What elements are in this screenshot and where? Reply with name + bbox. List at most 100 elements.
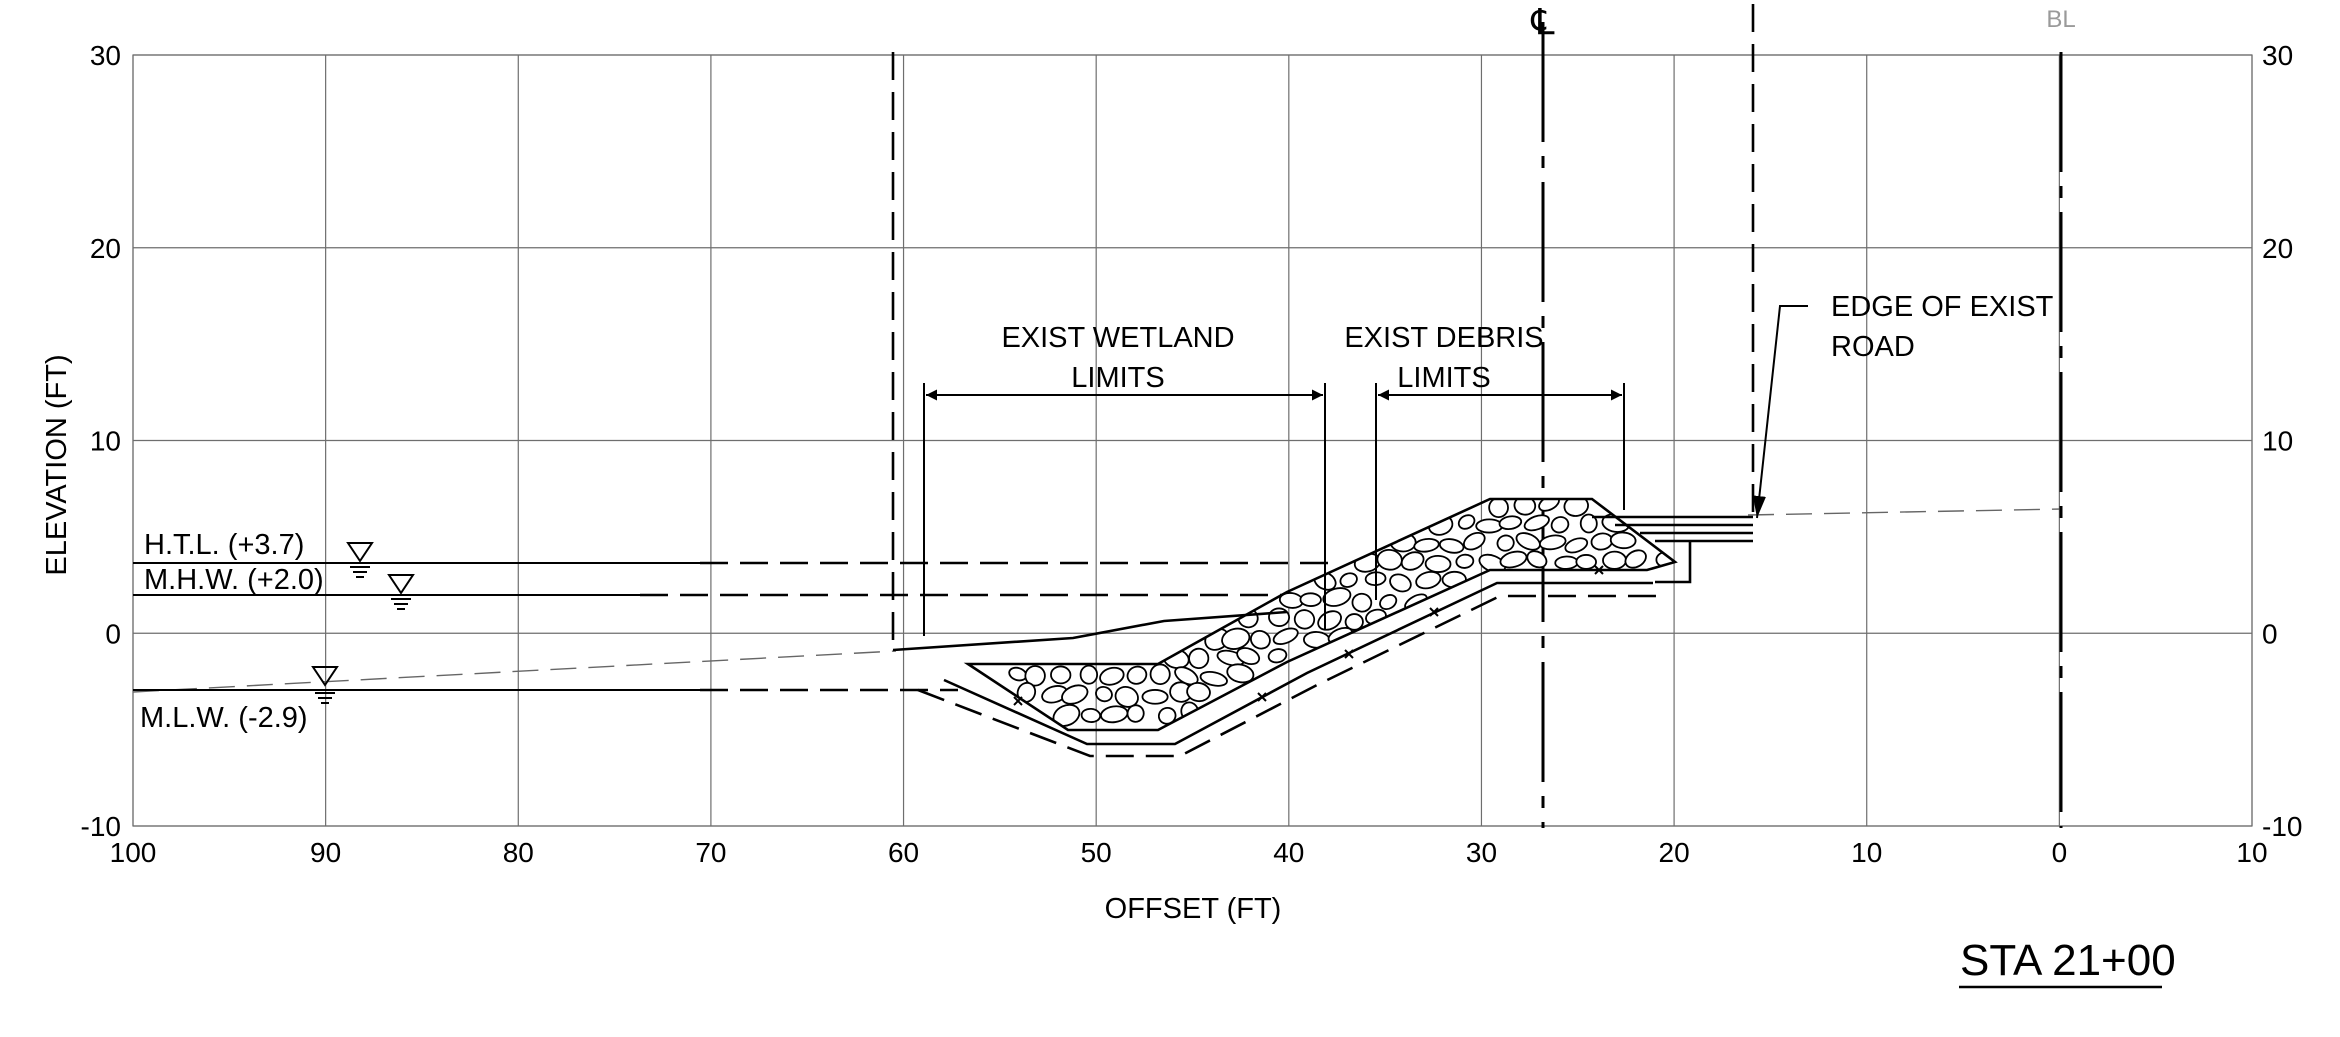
htl-label: H.T.L. (+3.7) (144, 529, 304, 561)
riprap-stone (1488, 499, 1509, 518)
wetland-limits-label-line1: EXIST WETLAND (1001, 322, 1234, 354)
x-axis-title: OFFSET (FT) (1105, 893, 1282, 925)
riprap-stone (1590, 532, 1614, 551)
riprap-stone (1226, 663, 1255, 684)
riprap-stone (1351, 592, 1373, 613)
y-tick-label-left: 0 (105, 618, 121, 649)
x-tick-label: 0 (2052, 837, 2068, 868)
y-tick-label-right: 10 (2262, 426, 2293, 457)
wetland-limits-label-line2: LIMITS (1071, 362, 1164, 394)
riprap-stone (1463, 531, 1486, 551)
riprap-stone (1114, 686, 1139, 708)
riprap-stone (1515, 532, 1541, 551)
riprap-stone (1268, 607, 1291, 627)
riprap-stone (1080, 707, 1102, 723)
riprap-stone (1293, 609, 1316, 630)
y-axis-title: ELEVATION (FT) (41, 354, 73, 575)
riprap-stone (1061, 684, 1089, 705)
riprap-stone (1457, 514, 1476, 530)
riprap-stone (1099, 666, 1125, 686)
riprap-stone (1186, 682, 1211, 703)
mlw-label: M.L.W. (-2.9) (140, 702, 308, 734)
riprap-stone (1376, 549, 1403, 571)
riprap-stone (1272, 627, 1299, 645)
x-tick-label: 60 (888, 837, 919, 868)
riprap-stone (1498, 515, 1523, 530)
x-tick-label: 80 (503, 837, 534, 868)
water-level-lines (133, 561, 1335, 692)
y-tick-label-left: 10 (90, 426, 121, 457)
riprap-stone (1526, 550, 1548, 569)
riprap-stone (1550, 516, 1570, 534)
riprap-stone (1538, 499, 1560, 512)
debris-limits-dimension (1375, 383, 1625, 600)
riprap-stone (1475, 518, 1504, 534)
baseline-symbol: BL (2046, 6, 2075, 33)
x-tick-label: 30 (1466, 837, 1497, 868)
riprap-stone (1095, 685, 1113, 703)
x-tick-label: 20 (1659, 837, 1690, 868)
riprap-stone (1379, 594, 1398, 611)
riprap-stone (1554, 555, 1579, 570)
riprap-stone (1575, 554, 1597, 570)
riprap-stone (1180, 701, 1200, 722)
x-tick-label: 10 (2236, 837, 2267, 868)
riprap-stone (1609, 531, 1637, 550)
riprap-stone (1100, 705, 1129, 724)
mlw-symbol-icon (311, 666, 339, 704)
y-axis-tick-labels-left: 30 20 10 0 -10 (81, 40, 121, 842)
riprap-stone (1400, 551, 1425, 571)
riprap-stone (1157, 706, 1177, 725)
riprap-stone (1050, 665, 1072, 685)
mhw-symbol-icon (387, 574, 415, 610)
riprap-stone (1538, 534, 1567, 551)
y-tick-label-left: 20 (90, 233, 121, 264)
riprap-stone (1523, 514, 1550, 532)
riprap-stone (1389, 573, 1412, 593)
existing-ground-line (132, 508, 2063, 693)
station-title: STA 21+00 (1960, 936, 2176, 985)
road-edge-label-line1: EDGE OF EXIST (1831, 291, 2054, 323)
riprap-stone (1579, 513, 1598, 534)
y-tick-label-left: -10 (81, 811, 121, 842)
htl-symbol-icon (346, 542, 374, 578)
riprap-stone (1413, 538, 1440, 553)
x-tick-label: 70 (695, 837, 726, 868)
x-tick-label: 10 (1851, 837, 1882, 868)
riprap-stone (1624, 549, 1647, 569)
riprap-stone (1513, 499, 1537, 516)
riprap-stone (1499, 550, 1528, 569)
riprap-stone (1188, 647, 1210, 670)
riprap-stone (1496, 534, 1515, 552)
riprap-stone (1299, 592, 1322, 607)
riprap-stone (1149, 663, 1171, 686)
grid (132, 54, 2253, 827)
riprap-stone (1052, 703, 1081, 727)
riprap-stone (1199, 671, 1228, 687)
riprap-stone (1339, 572, 1358, 588)
riprap-stone (1424, 554, 1452, 573)
riprap-stone (1079, 664, 1099, 685)
riprap-stone (1221, 627, 1251, 650)
riprap-stone (1250, 629, 1271, 650)
riprap-stone (1438, 538, 1465, 554)
mhw-label: M.H.W. (+2.0) (144, 564, 324, 596)
x-tick-label: 50 (1081, 837, 1112, 868)
riprap-stone (1344, 613, 1364, 631)
x-tick-label: 40 (1273, 837, 1304, 868)
riprap-stone (1564, 537, 1589, 554)
riprap-stone (1267, 648, 1288, 664)
riprap-stone (1322, 587, 1352, 607)
centerline-symbol: ℄ (1530, 1, 1554, 42)
riprap-stone (1415, 570, 1442, 590)
riprap-stone (1236, 647, 1261, 666)
riprap-stone (1126, 704, 1145, 723)
riprap-stone (1563, 499, 1589, 517)
x-tick-label: 100 (110, 837, 157, 868)
riprap-stone (1141, 689, 1169, 705)
riprap-stone (1602, 550, 1627, 570)
riprap-stone (1126, 665, 1148, 685)
x-tick-label: 90 (310, 837, 341, 868)
y-tick-label-left: 30 (90, 40, 121, 71)
